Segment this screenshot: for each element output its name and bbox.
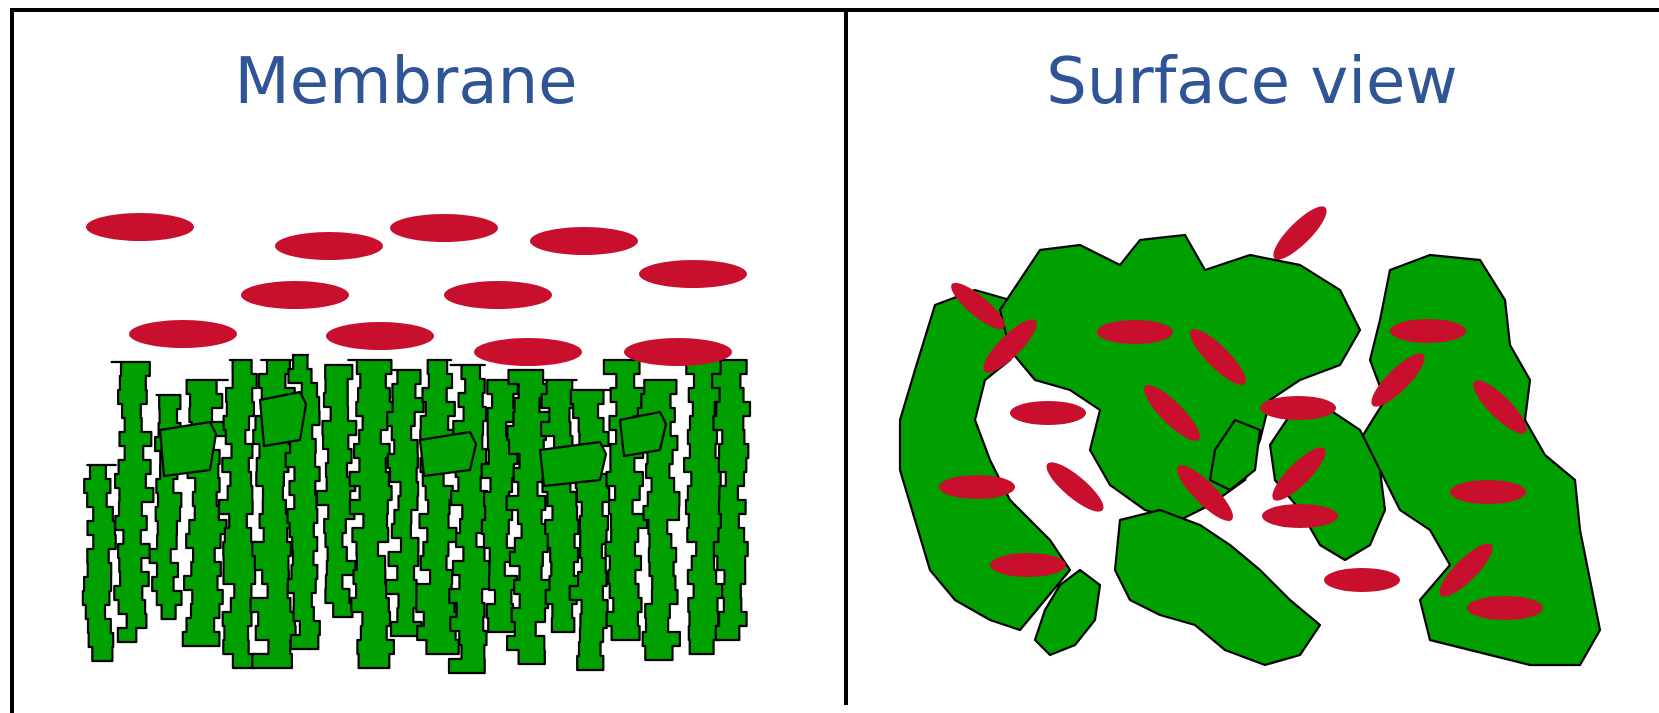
particle <box>624 338 732 366</box>
membrane-particles <box>86 213 747 366</box>
particle <box>444 281 552 309</box>
particle <box>129 320 237 348</box>
particle <box>1390 319 1466 343</box>
pore-branch <box>620 412 666 456</box>
particle <box>275 232 383 260</box>
particle <box>1324 568 1400 592</box>
pore-branch <box>420 432 476 476</box>
particle <box>326 322 434 350</box>
particle <box>241 281 349 309</box>
pore-column <box>83 465 116 661</box>
pore-column <box>348 360 395 668</box>
particle <box>939 475 1015 499</box>
particle <box>990 553 1066 577</box>
particle <box>639 260 747 288</box>
pore-column <box>112 362 154 642</box>
particle <box>1097 320 1173 344</box>
pore-branch <box>540 442 606 486</box>
particle <box>1467 596 1543 620</box>
pore-branch <box>160 422 216 476</box>
pore-column <box>317 365 356 617</box>
particle <box>1010 401 1086 425</box>
particle <box>474 338 582 366</box>
particle <box>1267 200 1333 266</box>
particle <box>1262 504 1338 528</box>
particle <box>390 214 498 242</box>
pore-column <box>219 360 258 668</box>
pore-column <box>507 370 553 664</box>
particle <box>1450 480 1526 504</box>
membrane-pore-structure <box>83 355 750 673</box>
particle <box>530 227 638 255</box>
particle <box>1260 396 1336 420</box>
pore-branch <box>260 392 306 446</box>
surface-blob <box>1115 510 1320 665</box>
particle <box>86 213 194 241</box>
